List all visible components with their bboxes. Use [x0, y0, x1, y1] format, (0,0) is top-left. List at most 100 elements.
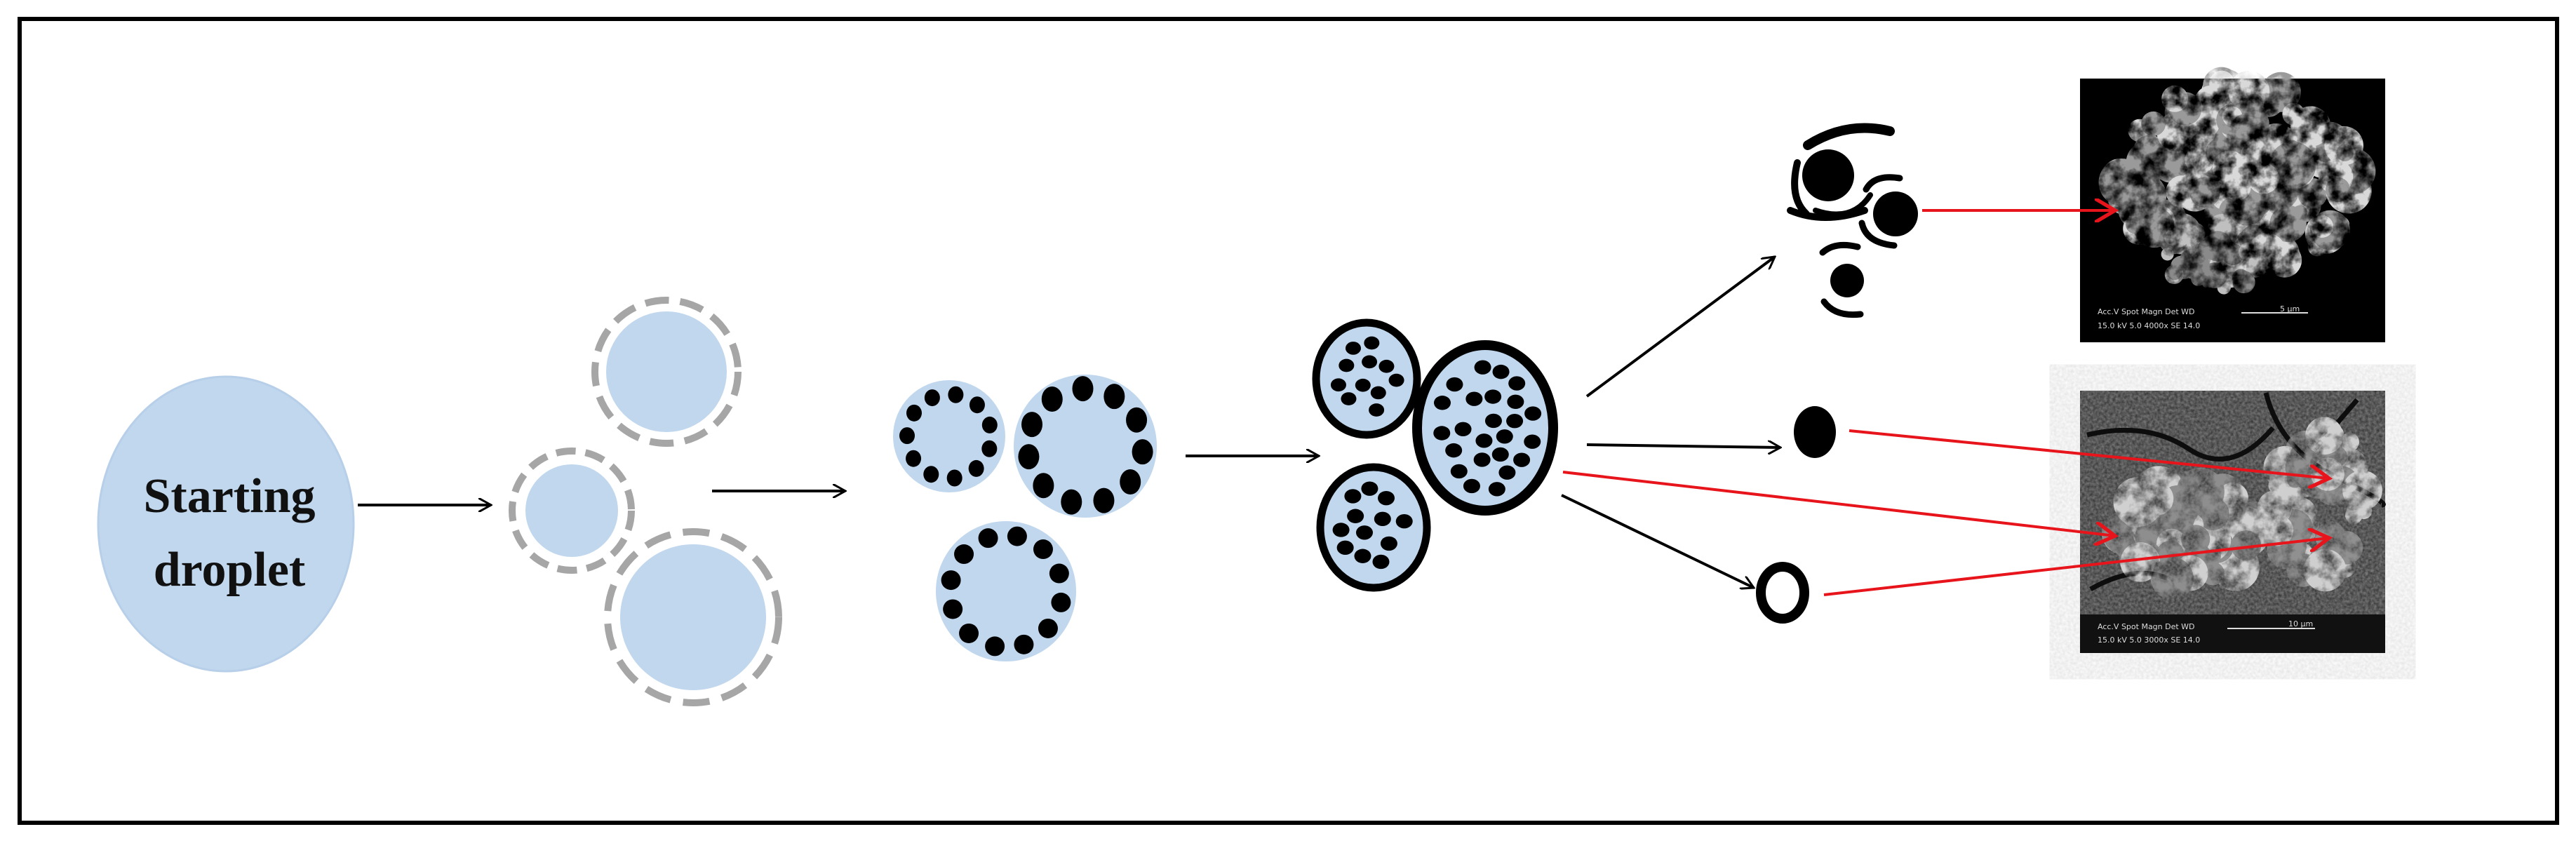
sem-grain [2237, 231, 2250, 245]
packed-particle [1513, 452, 1531, 467]
sem-grain [2189, 177, 2220, 208]
packed-particle [1345, 342, 1361, 355]
sem-crack [2086, 426, 2275, 462]
solute-particle [1018, 444, 1040, 470]
solute-particle [969, 396, 985, 414]
solute-particle [906, 404, 922, 422]
sem-grain [2151, 557, 2194, 600]
packed-particle [1484, 413, 1502, 429]
solute-particle [948, 386, 964, 403]
solute-particle [959, 623, 979, 643]
packed-particle [1336, 540, 1354, 556]
packed-particle [1484, 389, 1502, 404]
sem-grain [2292, 205, 2308, 221]
sem-grain [2113, 477, 2164, 527]
solute-particle [1072, 376, 1094, 402]
sem-grain [2161, 248, 2174, 261]
solute-particle [985, 636, 1005, 657]
sem-grain [2141, 111, 2166, 136]
packed-particle [1474, 360, 1491, 375]
solid-particle [1794, 406, 1836, 458]
solute-particle [1061, 489, 1082, 515]
sem-top-info-line1: Acc.V Spot Magn Det WD [2098, 307, 2195, 316]
sem-grain [2126, 141, 2169, 184]
packed-particle [1372, 554, 1390, 570]
solute-particle [981, 440, 998, 457]
packed-particle [1362, 355, 1378, 369]
sem-image-bottom: Acc.V Spot Magn Det WD 15.0 kV 5.0 3000x… [2080, 391, 2386, 653]
sem-grain [2303, 549, 2347, 592]
packed-particle [1450, 464, 1468, 479]
packed-particle [1395, 514, 1413, 529]
sem-grain [2290, 106, 2331, 147]
sem-grain [2176, 467, 2225, 516]
shell-small-top [1312, 318, 1421, 439]
sem-grain [2161, 85, 2189, 112]
solute-particle [1132, 439, 1153, 465]
red-arrow-hollow-to-sem [1823, 538, 2329, 596]
solute-particle [924, 389, 940, 407]
packed-particle [1492, 364, 1510, 379]
atomized-droplets [509, 297, 782, 706]
packed-particle [1498, 465, 1516, 480]
starting-droplet-shape [97, 375, 355, 673]
solute-particle [941, 570, 961, 591]
sem-top-scale-label: 5 µm [2280, 304, 2300, 314]
sem-grain [2311, 457, 2344, 491]
droplet-shell-bottom [604, 528, 782, 706]
starting-droplet-label-line1: Starting [144, 469, 316, 523]
packed-particle [1378, 359, 1395, 373]
packed-particle [1355, 378, 1371, 392]
packed-particle [1344, 489, 1362, 504]
solute-particle [981, 416, 998, 433]
arrow-to-broken-shells [1585, 257, 1775, 398]
sem-grain [2206, 533, 2226, 553]
solute-particle [1038, 618, 1058, 638]
solute-particle [1120, 469, 1141, 494]
sem-grain [2248, 163, 2279, 194]
sem-top-info-line2: 15.0 kV 5.0 4000x SE 14.0 [2098, 321, 2200, 330]
sem-grain [2232, 271, 2255, 294]
sem-grain [2250, 196, 2271, 215]
sem-grain [2239, 242, 2258, 262]
shell-formation [1312, 318, 1558, 592]
sem-grain [2342, 470, 2382, 511]
packed-particle [1378, 490, 1395, 506]
sem-grain [2197, 238, 2218, 260]
sem-grain [2120, 542, 2161, 582]
packed-particle [1332, 523, 1350, 537]
sem-image-top: Acc.V Spot Magn Det WD 15.0 kV 5.0 4000x… [2080, 67, 2385, 342]
solute-particle [899, 427, 915, 445]
solute-particle [1033, 473, 1054, 499]
packed-particle [1524, 406, 1542, 421]
sem-bottom-info-line2: 15.0 kV 5.0 3000x SE 14.0 [2098, 635, 2200, 645]
solute-particle [1033, 539, 1053, 560]
solute-particle [1007, 526, 1027, 546]
sem-grain [2305, 417, 2343, 455]
broken-shell-particles [1787, 123, 1918, 318]
solute-particle [978, 528, 998, 549]
droplet-shell-small [509, 448, 635, 574]
solute-particle [946, 469, 962, 487]
packed-particle [1347, 509, 1364, 523]
packed-particle [1488, 482, 1505, 497]
solute-particle [1103, 384, 1125, 410]
solute-particle [943, 599, 963, 619]
sem-bottom-info-line1: Acc.V Spot Magn Det WD [2098, 622, 2195, 631]
solute-particle [1014, 634, 1034, 654]
packed-particle [1507, 394, 1524, 410]
packed-particle [1446, 377, 1463, 392]
packed-particle [1330, 378, 1346, 392]
packed-particle [1496, 429, 1513, 444]
droplet-shell-top [591, 297, 742, 447]
sem-grain [2246, 255, 2268, 277]
packed-particle [1454, 422, 1472, 437]
packed-particle [1341, 392, 1357, 405]
packed-particle [1433, 396, 1451, 410]
sem-grain [2166, 224, 2190, 248]
starting-droplet-label-line2: droplet [154, 543, 306, 597]
sem-grain [2201, 262, 2228, 288]
enriched-droplet-bottom [936, 521, 1076, 661]
packed-particle [1445, 443, 1463, 458]
red-arrow-shell-to-sem [1562, 471, 2115, 536]
